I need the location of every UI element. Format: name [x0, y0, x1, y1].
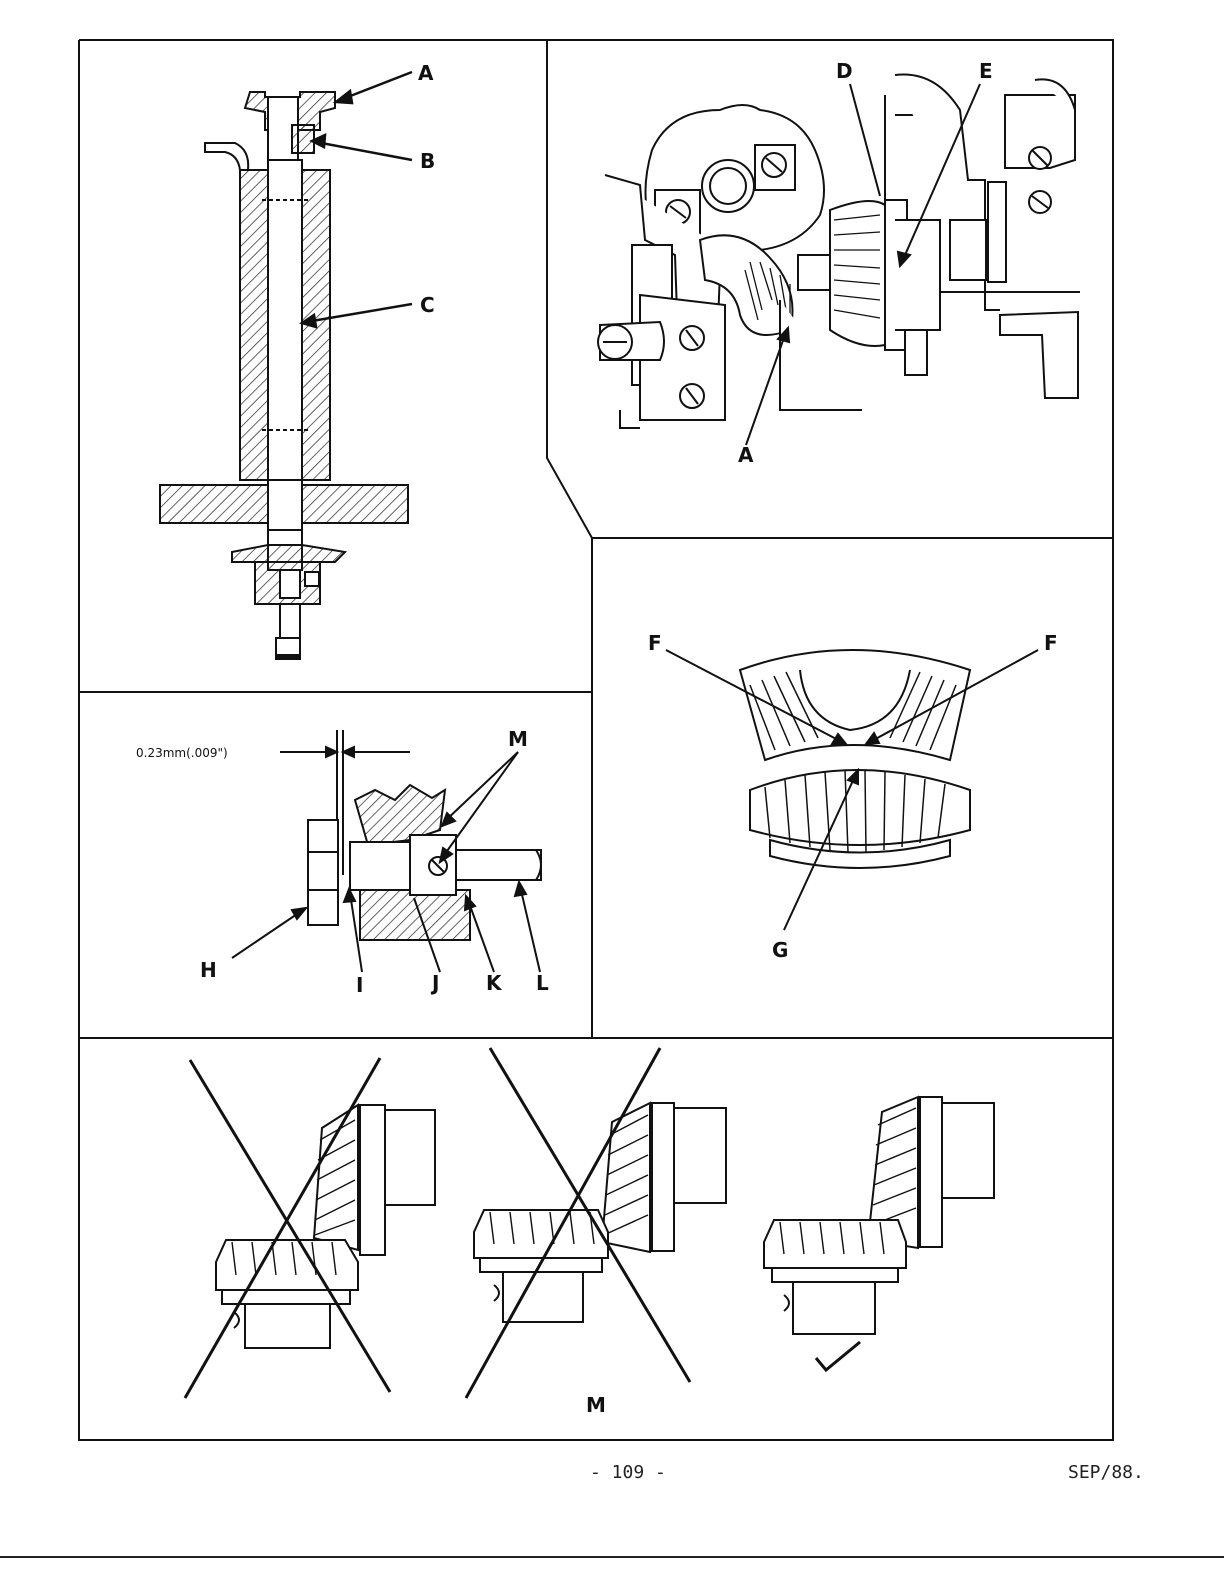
label-J: J: [430, 971, 439, 995]
panel-mechanism-view: D E A: [597, 59, 1080, 467]
shaft-assembly-drawing: [159, 91, 409, 660]
label-F-left: F: [648, 631, 662, 655]
mechanism-drawing: [597, 73, 1080, 429]
clearance-drawing: [280, 730, 542, 941]
label-L: L: [536, 971, 549, 995]
leader-lines: [231, 751, 541, 973]
label-A-mechanism: A: [738, 443, 754, 467]
label-M: M: [586, 1393, 606, 1417]
mesh-incorrect-2: [464, 1047, 727, 1399]
bottom-rule: [0, 1556, 1224, 1558]
leader-lines: [299, 70, 413, 329]
label-B: B: [420, 149, 435, 173]
panel-gear-marks: F F G: [648, 631, 1058, 962]
label-D: D: [836, 59, 853, 83]
leader-lines: [745, 83, 981, 446]
label-K: K: [486, 971, 503, 995]
figure-frame: [78, 39, 1114, 1441]
label-I: I: [356, 973, 363, 997]
panel-shaft-section: A B C: [159, 61, 435, 660]
gear-mesh-drawing: [738, 649, 972, 869]
label-E: E: [979, 59, 993, 83]
mesh-incorrect-1: [183, 1057, 436, 1399]
mesh-correct: [763, 1095, 995, 1373]
label-H: H: [200, 958, 217, 982]
label-M-detail: M: [508, 727, 528, 751]
label-G: G: [772, 938, 788, 962]
label-C: C: [420, 293, 435, 317]
panel-mesh-comparison: M: [183, 1047, 995, 1417]
label-F-right: F: [1044, 631, 1058, 655]
panel-clearance-detail: 0.23mm(.009") M H I J K L: [136, 727, 549, 997]
clearance-dimension: 0.23mm(.009"): [136, 746, 228, 760]
page-number: - 109 -: [590, 1462, 666, 1483]
leader-lines: [665, 649, 1039, 931]
label-A: A: [418, 61, 434, 85]
page-date: SEP/88.: [1068, 1462, 1144, 1483]
